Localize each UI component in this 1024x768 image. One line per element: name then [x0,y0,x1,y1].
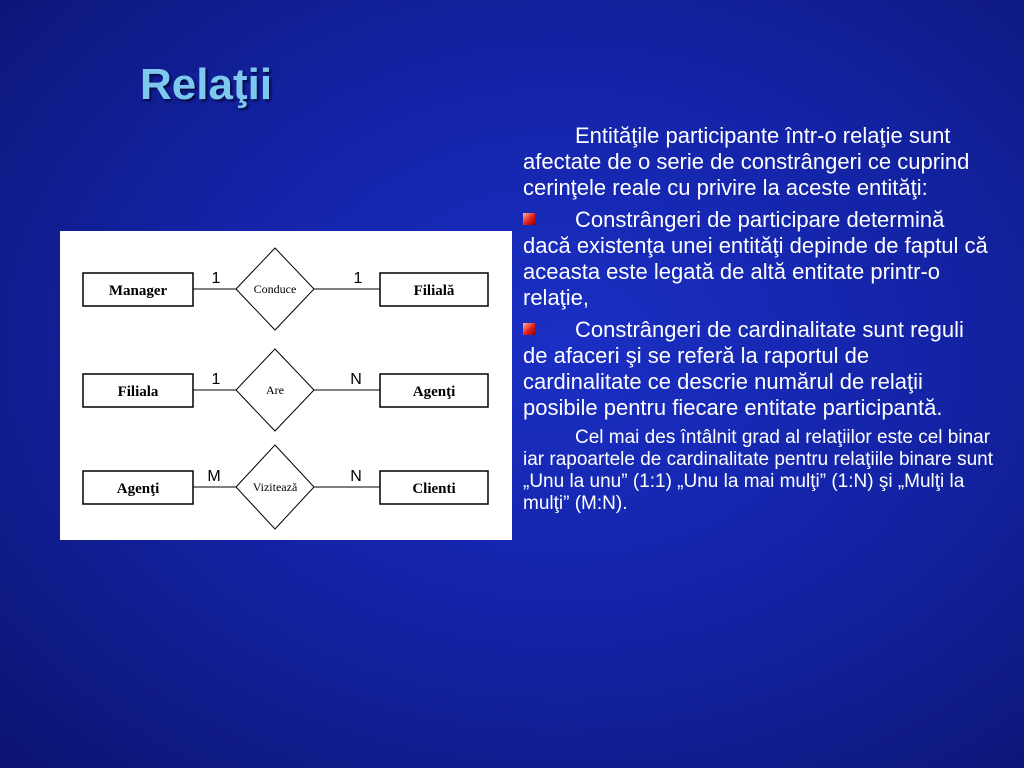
closing-text: Cel mai des întâlnit grad al relaţiilor … [523,427,993,514]
bullet-cardinality: Constrângeri de cardinalitate sunt regul… [523,317,993,421]
relationship-diamond [235,444,315,530]
intro-paragraph: Entităţile participante într-o relaţie s… [523,123,993,201]
entity-label: Filială [414,283,455,299]
cardinality-label: 1 [354,270,363,287]
bullet-cardinality-text: Constrângeri de cardinalitate sunt regul… [523,317,964,420]
entity-box [82,373,194,408]
er-row-3: Agenţi Vizitează Clienti M N [82,444,489,530]
entity-box [379,373,489,408]
bullet-participation-text: Constrângeri de participare determină da… [523,207,988,310]
text-column: Entităţile participante într-o relaţie s… [523,123,993,521]
er-diagram-svg: Manager Conduce Filială 1 1 Filiala Are … [82,247,489,530]
square-bullet-icon [523,213,535,225]
cardinality-label: 1 [212,371,221,388]
er-row-1: Manager Conduce Filială 1 1 [82,247,489,331]
entity-label: Agenţi [413,384,456,400]
relationship-label: Are [266,383,284,397]
closing-paragraph: Cel mai des întâlnit grad al relaţiilor … [523,427,993,515]
cardinality-label: 1 [212,270,221,287]
er-diagram: Manager Conduce Filială 1 1 Filiala Are … [60,231,512,540]
entity-label: Manager [109,283,168,299]
entity-box [82,470,194,505]
er-row-2: Filiala Are Agenţi 1 N [82,348,489,432]
square-bullet-icon [523,323,535,335]
relationship-label: Conduce [254,282,297,296]
relationship-diamond [235,247,315,331]
cardinality-label: N [350,468,362,485]
relationship-diamond [235,348,315,432]
entity-box [379,272,489,307]
slide-title: Relaţii [140,60,273,109]
bullet-participation: Constrângeri de participare determină da… [523,207,993,311]
relationship-label: Vizitează [253,480,298,494]
cardinality-label: M [207,468,220,485]
intro-text: Entităţile participante într-o relaţie s… [523,123,970,200]
entity-label: Agenţi [117,481,160,497]
entity-label: Filiala [118,384,159,400]
entity-box [379,470,489,505]
entity-box [82,272,194,307]
cardinality-label: N [350,371,362,388]
entity-label: Clienti [412,481,455,497]
